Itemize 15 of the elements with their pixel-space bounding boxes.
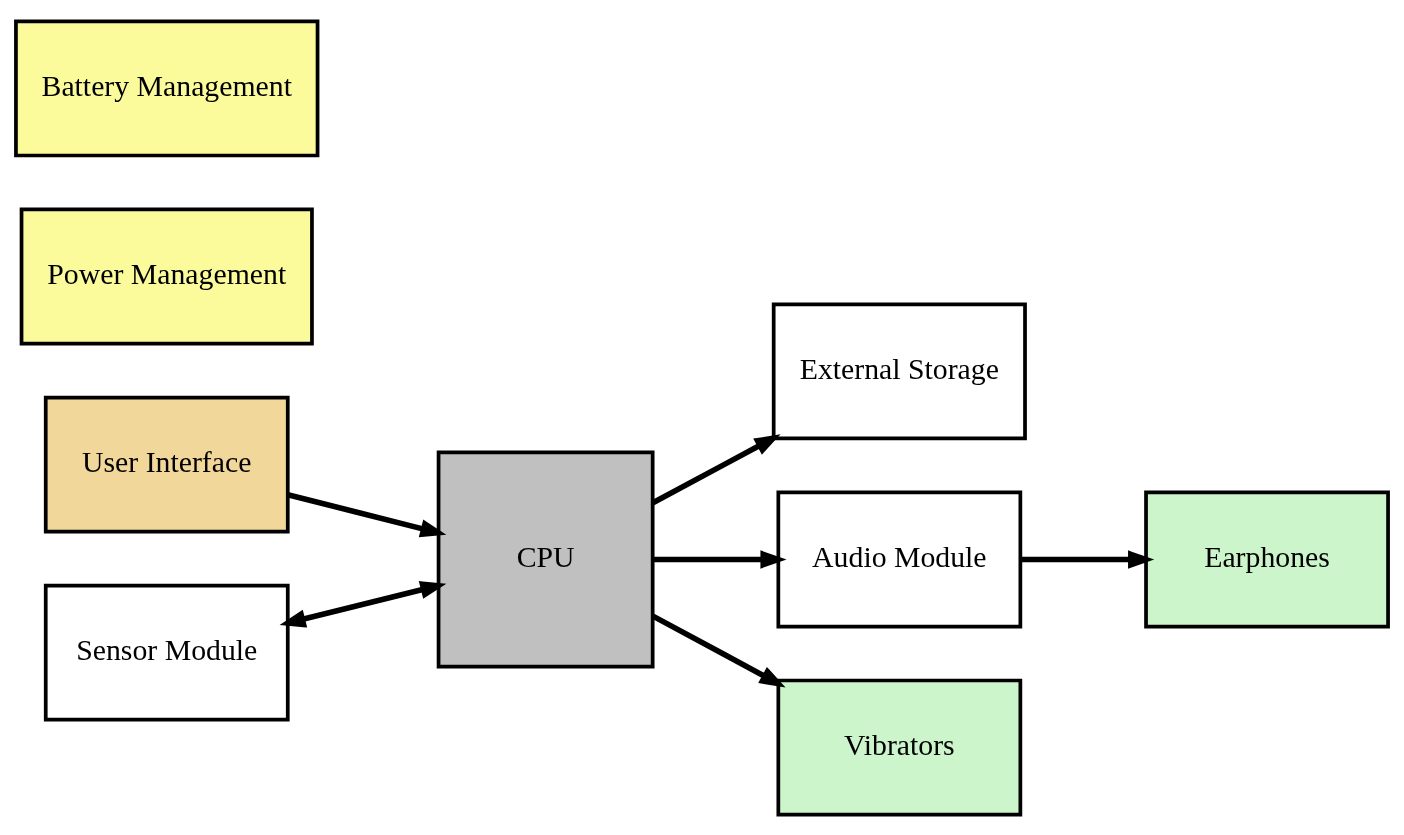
node-box: Vibrators	[776, 678, 1023, 816]
node-box: Sensor Module	[43, 583, 290, 721]
node-box: Power Management	[19, 207, 314, 345]
node-box: External Storage	[771, 302, 1027, 440]
node-box: User Interface	[43, 395, 290, 533]
arrow	[651, 613, 786, 687]
arrow	[1020, 549, 1155, 569]
node-box: Audio Module	[776, 490, 1023, 628]
node-box: Battery Management	[14, 19, 320, 157]
node-box: Earphones	[1144, 490, 1390, 628]
arrow	[651, 433, 781, 505]
node-box: CPU	[436, 450, 655, 668]
arrow	[652, 549, 787, 569]
arrow	[279, 580, 447, 628]
arrow	[287, 491, 447, 537]
